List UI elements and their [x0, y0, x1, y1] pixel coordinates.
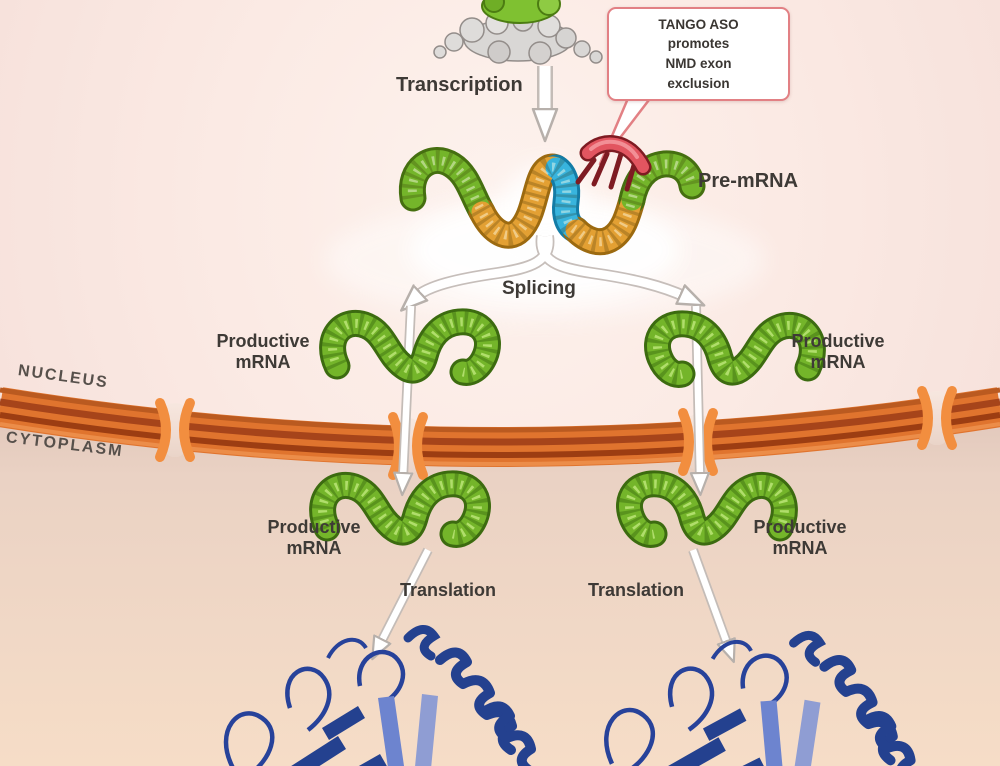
label-translation-left: Translation [400, 580, 497, 600]
nuclear-membrane [0, 387, 1000, 467]
label-productive-mrna-nucleus-left: Productive mRNA [216, 331, 310, 373]
nuclear-pore [917, 386, 957, 450]
rna-polymerase-complex [433, 0, 603, 65]
tango-aso [575, 135, 652, 192]
callout-tango-aso: TANGO ASO promotes NMD exon exclusion [607, 7, 790, 101]
label-splicing: Splicing [502, 278, 576, 299]
label-translation-right: Translation [588, 580, 685, 600]
splicing-arrows [416, 235, 686, 297]
label-productive-mrna-nucleus-right: Productive mRNA [791, 331, 885, 373]
label-productive-mrna-cytoplasm-right: Productive mRNA [753, 517, 847, 559]
mrna-export-arrow-left [403, 305, 416, 478]
label-transcription: Transcription [396, 74, 523, 96]
translation-arrow-left [380, 547, 433, 644]
pre-mrna-structure [398, 147, 706, 256]
nuclear-pore [155, 398, 195, 462]
label-productive-mrna-cytoplasm-left: Productive mRNA [267, 517, 361, 559]
translation-arrow-right [688, 548, 728, 646]
label-pre-mrna: Pre-mRNA [698, 170, 799, 192]
